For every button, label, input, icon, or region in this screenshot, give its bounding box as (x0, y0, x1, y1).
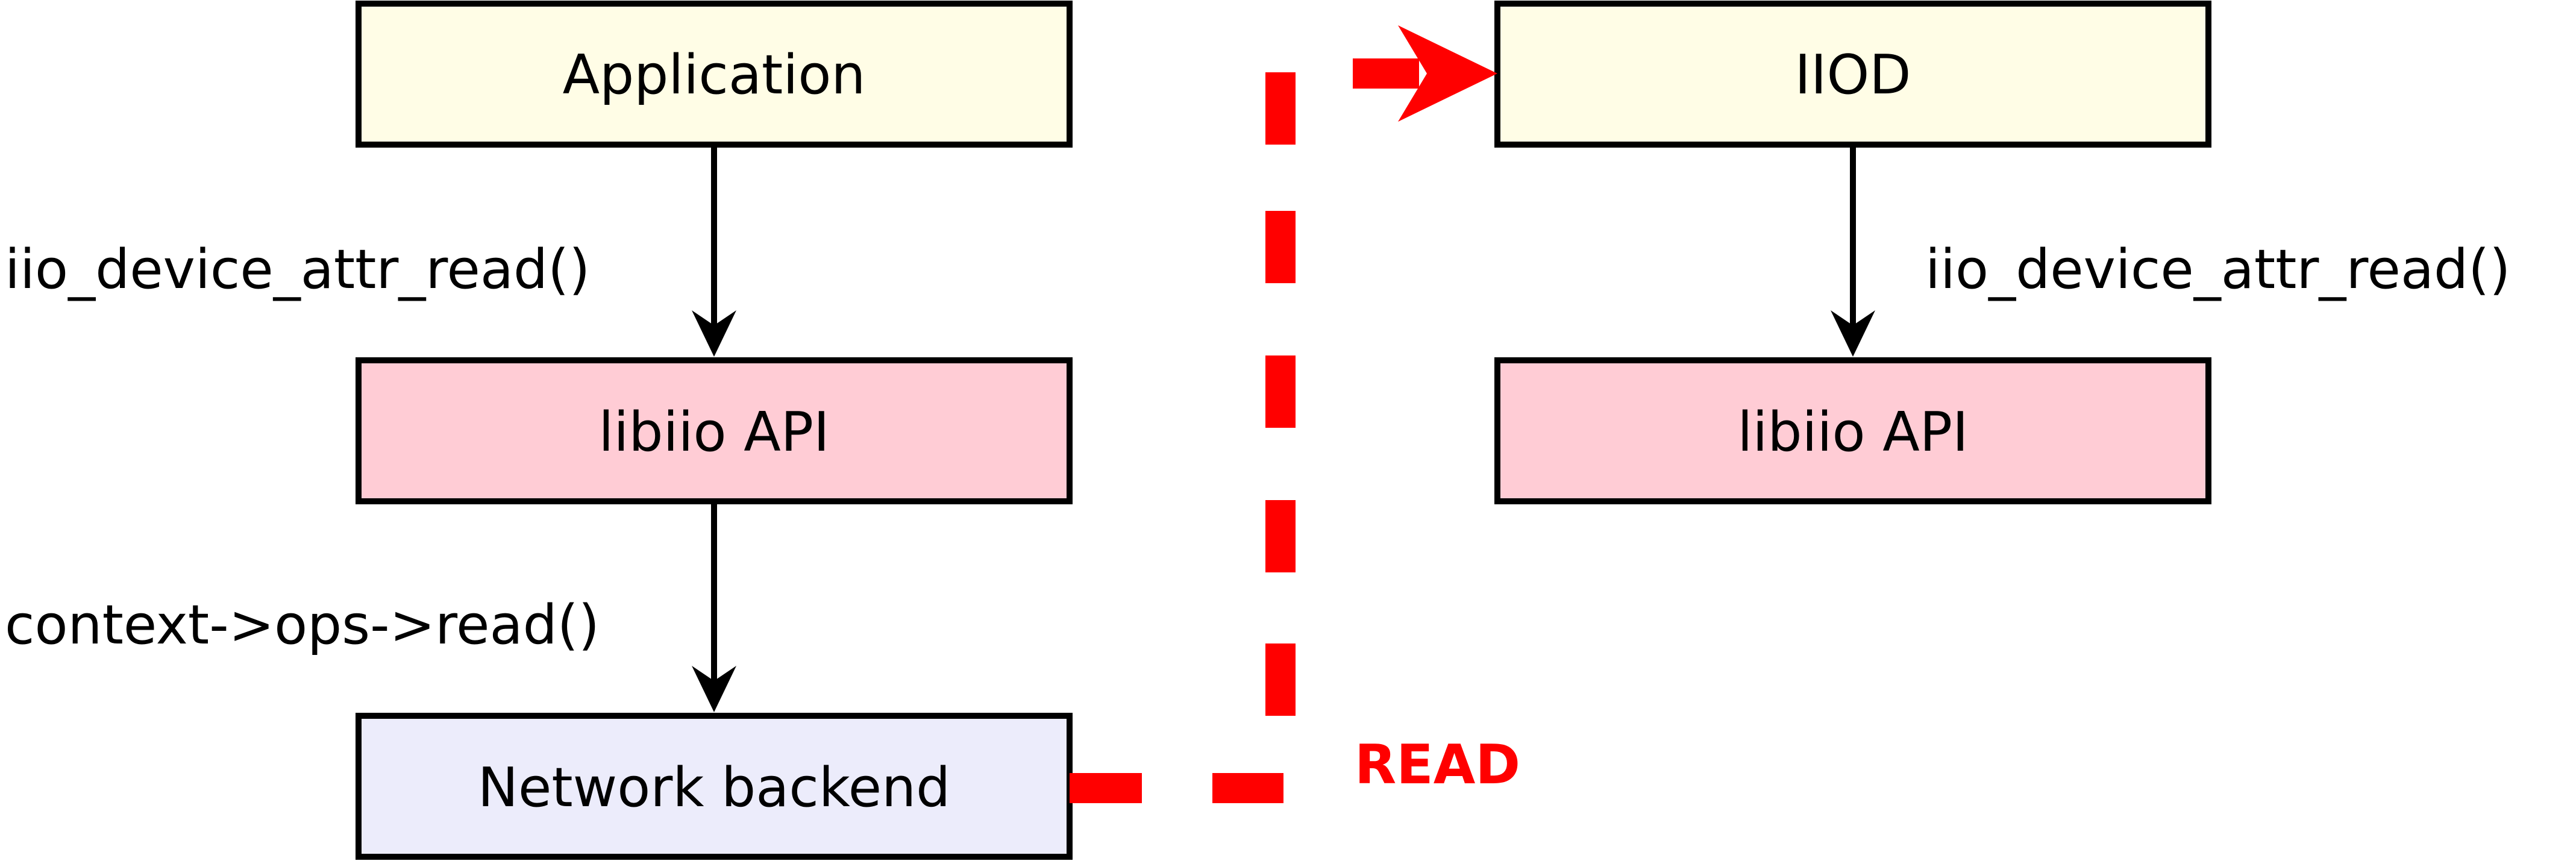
read-arrow (1353, 25, 1497, 122)
network-backend-label: Network backend (478, 756, 951, 819)
arrow-application-to-libiio (692, 145, 736, 357)
libiio-api-box-right: libiio API (1494, 357, 2211, 504)
iiod-label: IIOD (1794, 43, 1911, 107)
libiio-api-label-right: libiio API (1737, 401, 1968, 464)
iiod-box: IIOD (1494, 1, 2211, 148)
call-label-iio-device-attr-read-right: iio_device_attr_read() (1925, 238, 2510, 301)
application-box: Application (356, 1, 1073, 148)
libiio-api-box-left: libiio API (356, 357, 1073, 504)
arrow-libiio-to-network (692, 501, 736, 712)
call-label-iio-device-attr-read-left: iio_device_attr_read() (5, 238, 590, 301)
network-backend-box: Network backend (356, 713, 1073, 860)
call-label-context-ops-read: context->ops->read() (5, 593, 600, 657)
arrow-iiod-to-libiio (1831, 145, 1875, 357)
read-path (1070, 72, 1296, 803)
libiio-api-label-left: libiio API (598, 401, 829, 464)
application-label: Application (563, 43, 866, 107)
read-label: READ (1355, 733, 1520, 797)
